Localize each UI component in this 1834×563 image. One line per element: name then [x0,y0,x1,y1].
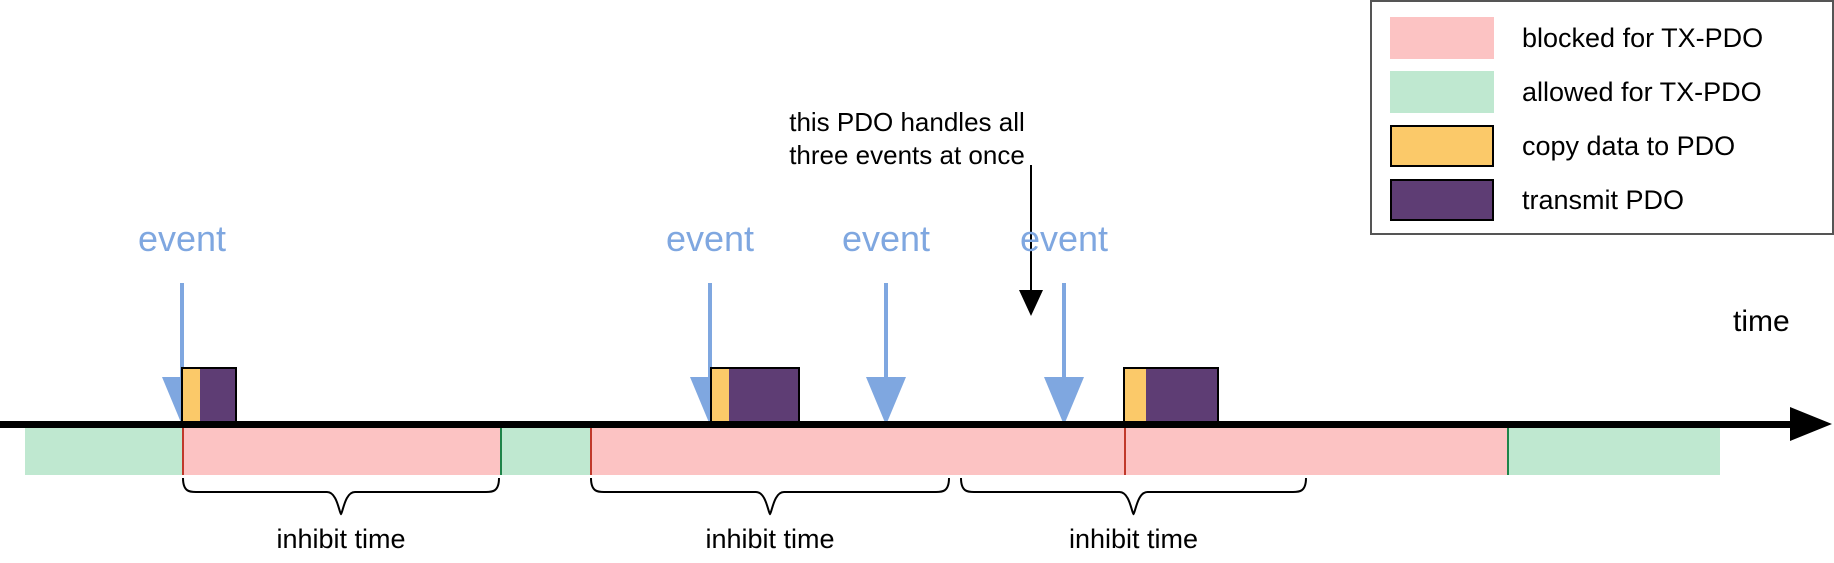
brace-shape-icon [182,477,500,516]
legend-item-label: blocked for TX-PDO [1522,22,1764,53]
brace-shape-icon [960,477,1307,516]
legend-item: allowed for TX-PDO [1390,68,1762,116]
inhibit-time-label: inhibit time [276,524,406,554]
inhibit-time-brace [182,477,500,518]
band-divider [500,428,502,475]
band-divider [590,428,592,475]
legend-item-label: transmit PDO [1522,184,1685,215]
band-segment-blocked [182,428,500,475]
annotation-line-2: three events at once [789,140,1025,171]
pdo-transmission-group [181,367,237,425]
annotation-arrow-stem [1030,165,1032,293]
band-segment-allowed [25,428,182,475]
event-label: event [841,218,931,259]
event-label: event [137,218,227,259]
event-arrow-stem [1062,283,1066,379]
time-axis-line [0,421,1800,428]
band-segment-allowed [1507,428,1720,475]
event-arrow-head-icon [1044,377,1084,425]
event-label: event [665,218,755,259]
transmit-pdo-block [729,369,798,423]
event-arrow-stem [180,283,184,379]
transmit-pdo-block [200,369,235,423]
legend-item: blocked for TX-PDO [1390,14,1763,62]
brace-shape-icon [590,477,950,516]
inhibit-time-brace [590,477,950,518]
band-segment-blocked [590,428,1507,475]
event-arrow-head-icon [866,377,906,425]
time-axis-label: time [1733,305,1790,338]
legend-item-label: allowed for TX-PDO [1522,76,1762,107]
inhibit-time-brace [960,477,1307,518]
inhibit-time-label: inhibit time [1068,524,1199,554]
band-divider [1124,428,1126,475]
band-divider [182,428,184,475]
annotation-arrow-head-icon [1019,290,1043,316]
event-arrow-stem [884,283,888,379]
allowed-swatch [1390,71,1494,113]
time-axis-arrow-icon [1790,407,1832,441]
legend-box: blocked for TX-PDO allowed for TX-PDO copy… [1370,0,1834,235]
legend-item: copy data to PDO [1390,122,1735,170]
band-divider [1507,428,1509,475]
band-segment-allowed [500,428,590,475]
pdo-box [181,367,237,425]
copy-swatch [1390,125,1494,167]
pdo-box [710,367,800,425]
transmit-pdo-block [1146,369,1217,423]
legend-item: transmit PDO [1390,176,1684,224]
annotation-text: this PDO handles all three events at onc… [777,106,1037,173]
annotation-line-1: this PDO handles all [789,107,1025,137]
event-label: event [1019,218,1109,259]
inhibit-time-label: inhibit time [705,524,835,554]
pdo-transmission-group [710,367,800,425]
blocked-swatch [1390,17,1494,59]
legend-item-label: copy data to PDO [1522,130,1736,161]
state-band [25,428,1720,475]
transmit-swatch [1390,179,1494,221]
event-arrow-stem [708,283,712,379]
